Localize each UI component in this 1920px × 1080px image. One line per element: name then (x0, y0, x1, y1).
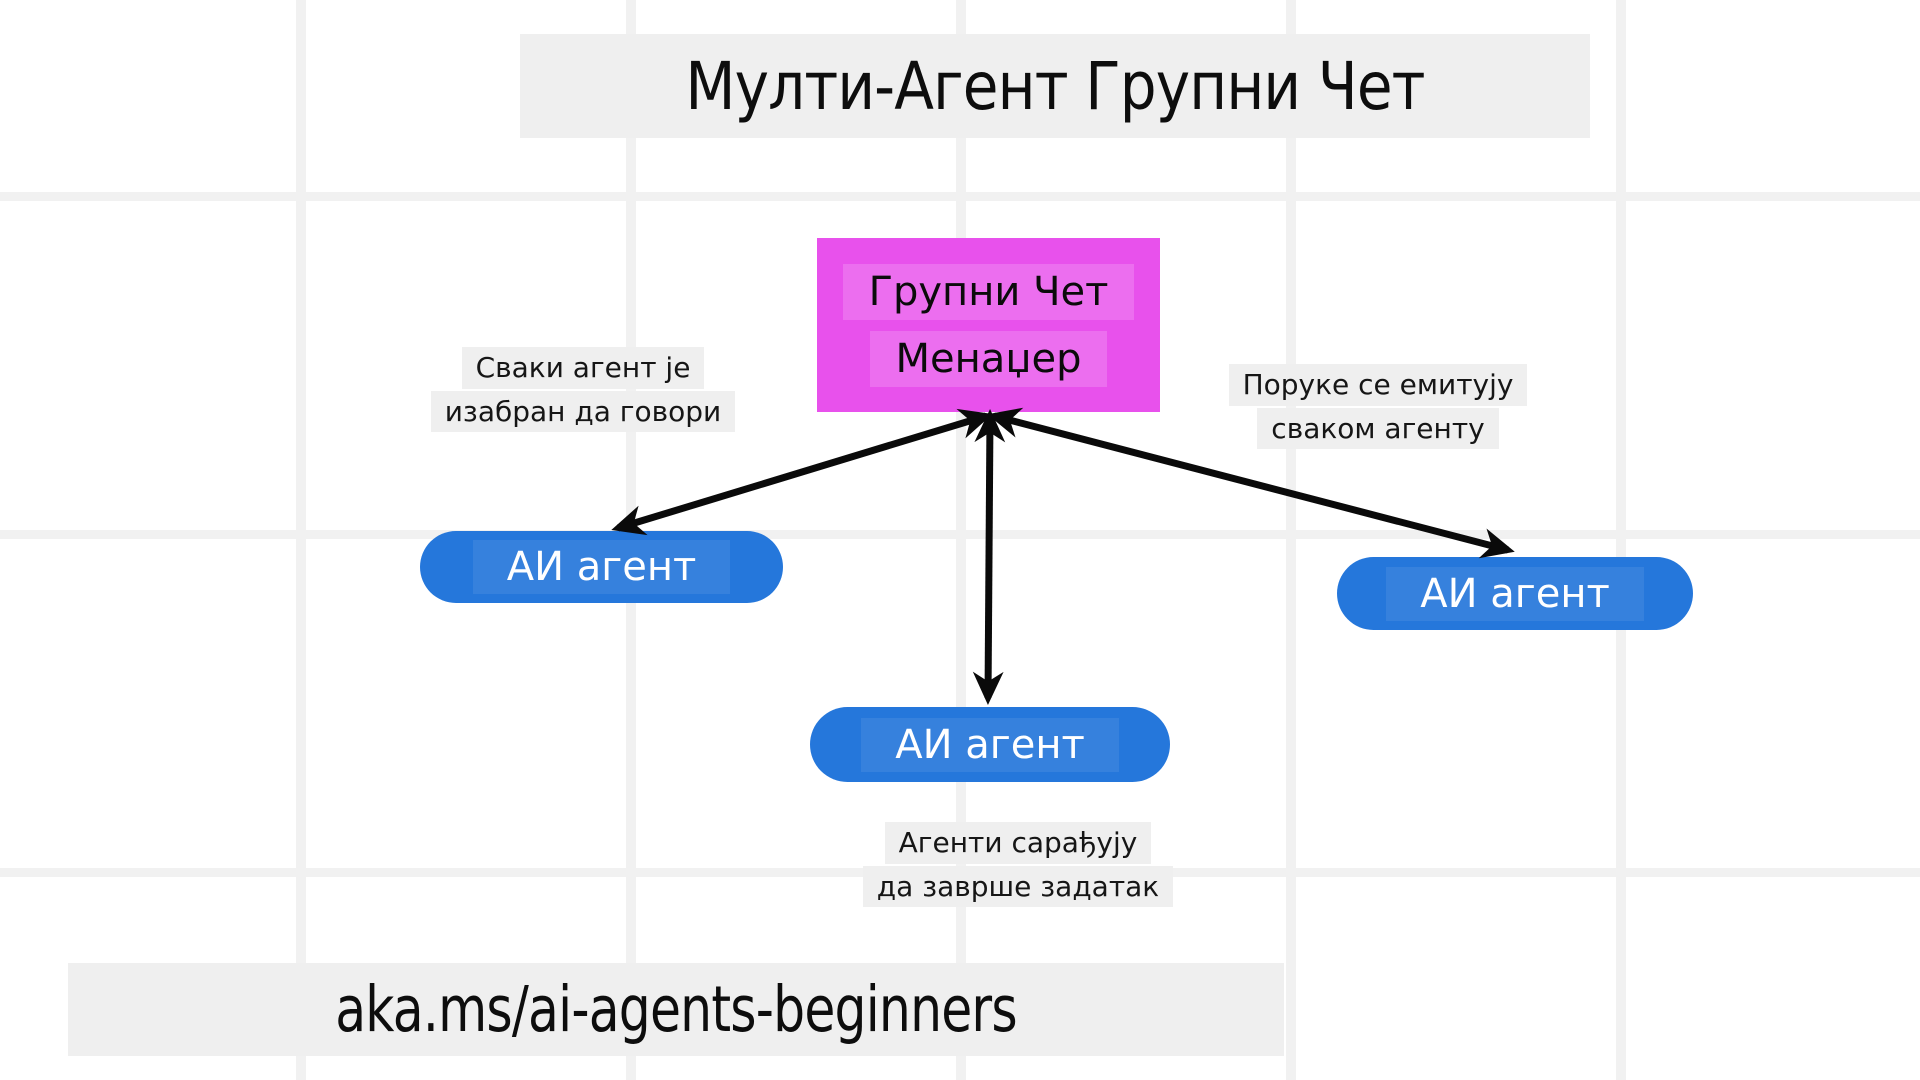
diagram-title-band: Мулти-Агент Групни Чет (520, 34, 1590, 138)
ai-agent-label: АИ агент (1386, 566, 1644, 621)
annotation-line: Агенти сарађују (884, 822, 1152, 864)
manager-label-line-1: Групни Чет (842, 263, 1135, 320)
annotation-selected-to-speak: Сваки агент је изабран да говори (418, 346, 748, 433)
annotation-line: изабран да говори (430, 390, 736, 433)
manager-label-line-2: Менаџер (869, 330, 1108, 387)
page-title: Мулти-Агент Групни Чет (685, 47, 1425, 125)
annotation-line: Сваки агент је (461, 347, 705, 389)
ai-agent-label: АИ агент (861, 717, 1119, 772)
annotation-line: да заврше задатак (862, 865, 1174, 908)
group-chat-manager-box: Групни Чет Менаџер (817, 238, 1160, 412)
footer-url: aka.ms/ai-agents-beginners (335, 973, 1017, 1046)
annotation-agents-collaborate: Агенти сарађују да заврше задатак (848, 821, 1188, 908)
annotation-line: Поруке се емитују (1228, 364, 1528, 406)
ai-agent-label: АИ агент (472, 540, 731, 594)
annotation-messages-broadcast: Поруке се емитују сваком агенту (1182, 363, 1574, 450)
ai-agent-node-left: АИ агент (420, 531, 783, 603)
ai-agent-node-right: АИ агент (1337, 557, 1693, 630)
ai-agent-node-middle: АИ агент (810, 707, 1170, 782)
annotation-line: сваком агенту (1257, 407, 1499, 450)
footer-link-band: aka.ms/ai-agents-beginners (68, 963, 1284, 1056)
